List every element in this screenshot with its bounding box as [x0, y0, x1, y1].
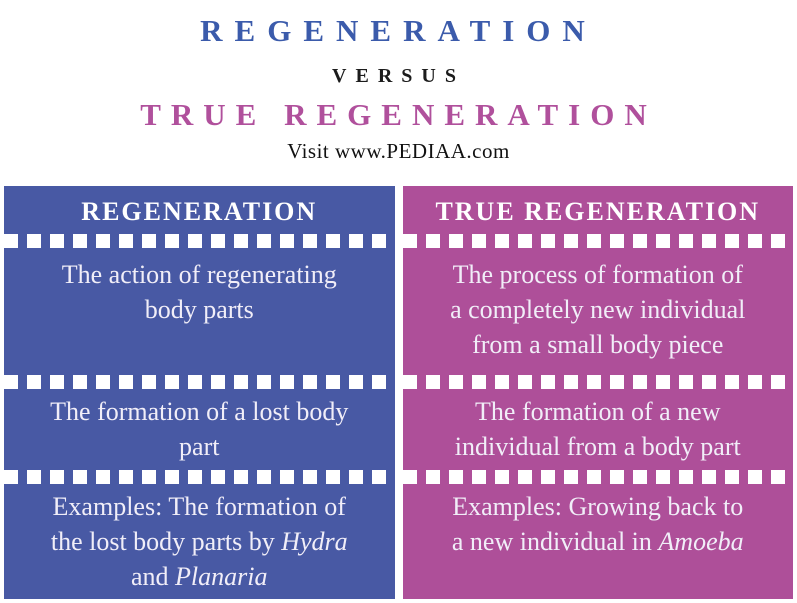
text-line: the lost body parts by Hydra	[51, 524, 348, 559]
true-regeneration-definition-cell: The process of formation of a completely…	[403, 248, 794, 375]
text-line: The process of formation of	[452, 260, 743, 289]
text-line: Examples: The formation of	[52, 492, 346, 521]
text-part: and	[131, 562, 176, 591]
text-line: part	[179, 432, 220, 461]
dashed-divider	[4, 470, 395, 484]
text-part: the lost body parts by	[50, 527, 282, 556]
text-line: The action of regenerating	[61, 260, 337, 289]
regeneration-formation-cell: The formation of a lost body part	[4, 389, 395, 470]
text-part: a new individual in	[451, 527, 659, 556]
column-regeneration: REGENERATION The action of regenerating …	[4, 186, 395, 599]
species-name-amoeba: Amoeba	[658, 527, 744, 556]
true-regeneration-formation-cell: The formation of a new individual from a…	[403, 389, 794, 470]
species-name-planaria: Planaria	[175, 562, 268, 591]
text-line: body parts	[144, 295, 254, 324]
true-regeneration-examples-cell: Examples: Growing back to a new individu…	[403, 484, 794, 599]
title-true-regeneration: TRUE REGENERATION	[140, 96, 657, 132]
dashed-divider	[402, 470, 793, 484]
species-name-hydra: Hydra	[281, 527, 348, 556]
column-regeneration-header: REGENERATION	[81, 196, 318, 226]
text-line: a new individual in Amoeba	[452, 524, 744, 559]
dashed-divider	[4, 375, 395, 389]
text-line: and Planaria	[131, 559, 268, 594]
text-line: Examples: Growing back to	[452, 492, 744, 521]
visit-url-text: Visit www.PEDIAA.com	[287, 139, 510, 164]
dashed-divider	[402, 375, 793, 389]
column-true-regeneration-header: TRUE REGENERATION	[435, 196, 761, 226]
comparison-table: REGENERATION The action of regenerating …	[0, 186, 797, 603]
regeneration-definition-cell: The action of regenerating body parts	[4, 248, 395, 375]
text-line: a completely new individual	[450, 295, 746, 324]
column-true-regeneration: TRUE REGENERATION The process of formati…	[402, 186, 794, 599]
title-versus: VERSUS	[332, 64, 465, 87]
dashed-divider	[4, 234, 395, 248]
regeneration-examples-cell: Examples: The formation of the lost body…	[4, 484, 395, 599]
text-line: from a small body piece	[472, 330, 724, 359]
text-line: The formation of a lost body	[50, 397, 349, 426]
dashed-divider	[402, 234, 793, 248]
title-regeneration: REGENERATION	[200, 13, 597, 48]
header: REGENERATION VERSUS TRUE REGENERATION Vi…	[0, 0, 797, 186]
text-line: The formation of a new	[475, 397, 721, 426]
text-line: individual from a body part	[454, 432, 741, 461]
